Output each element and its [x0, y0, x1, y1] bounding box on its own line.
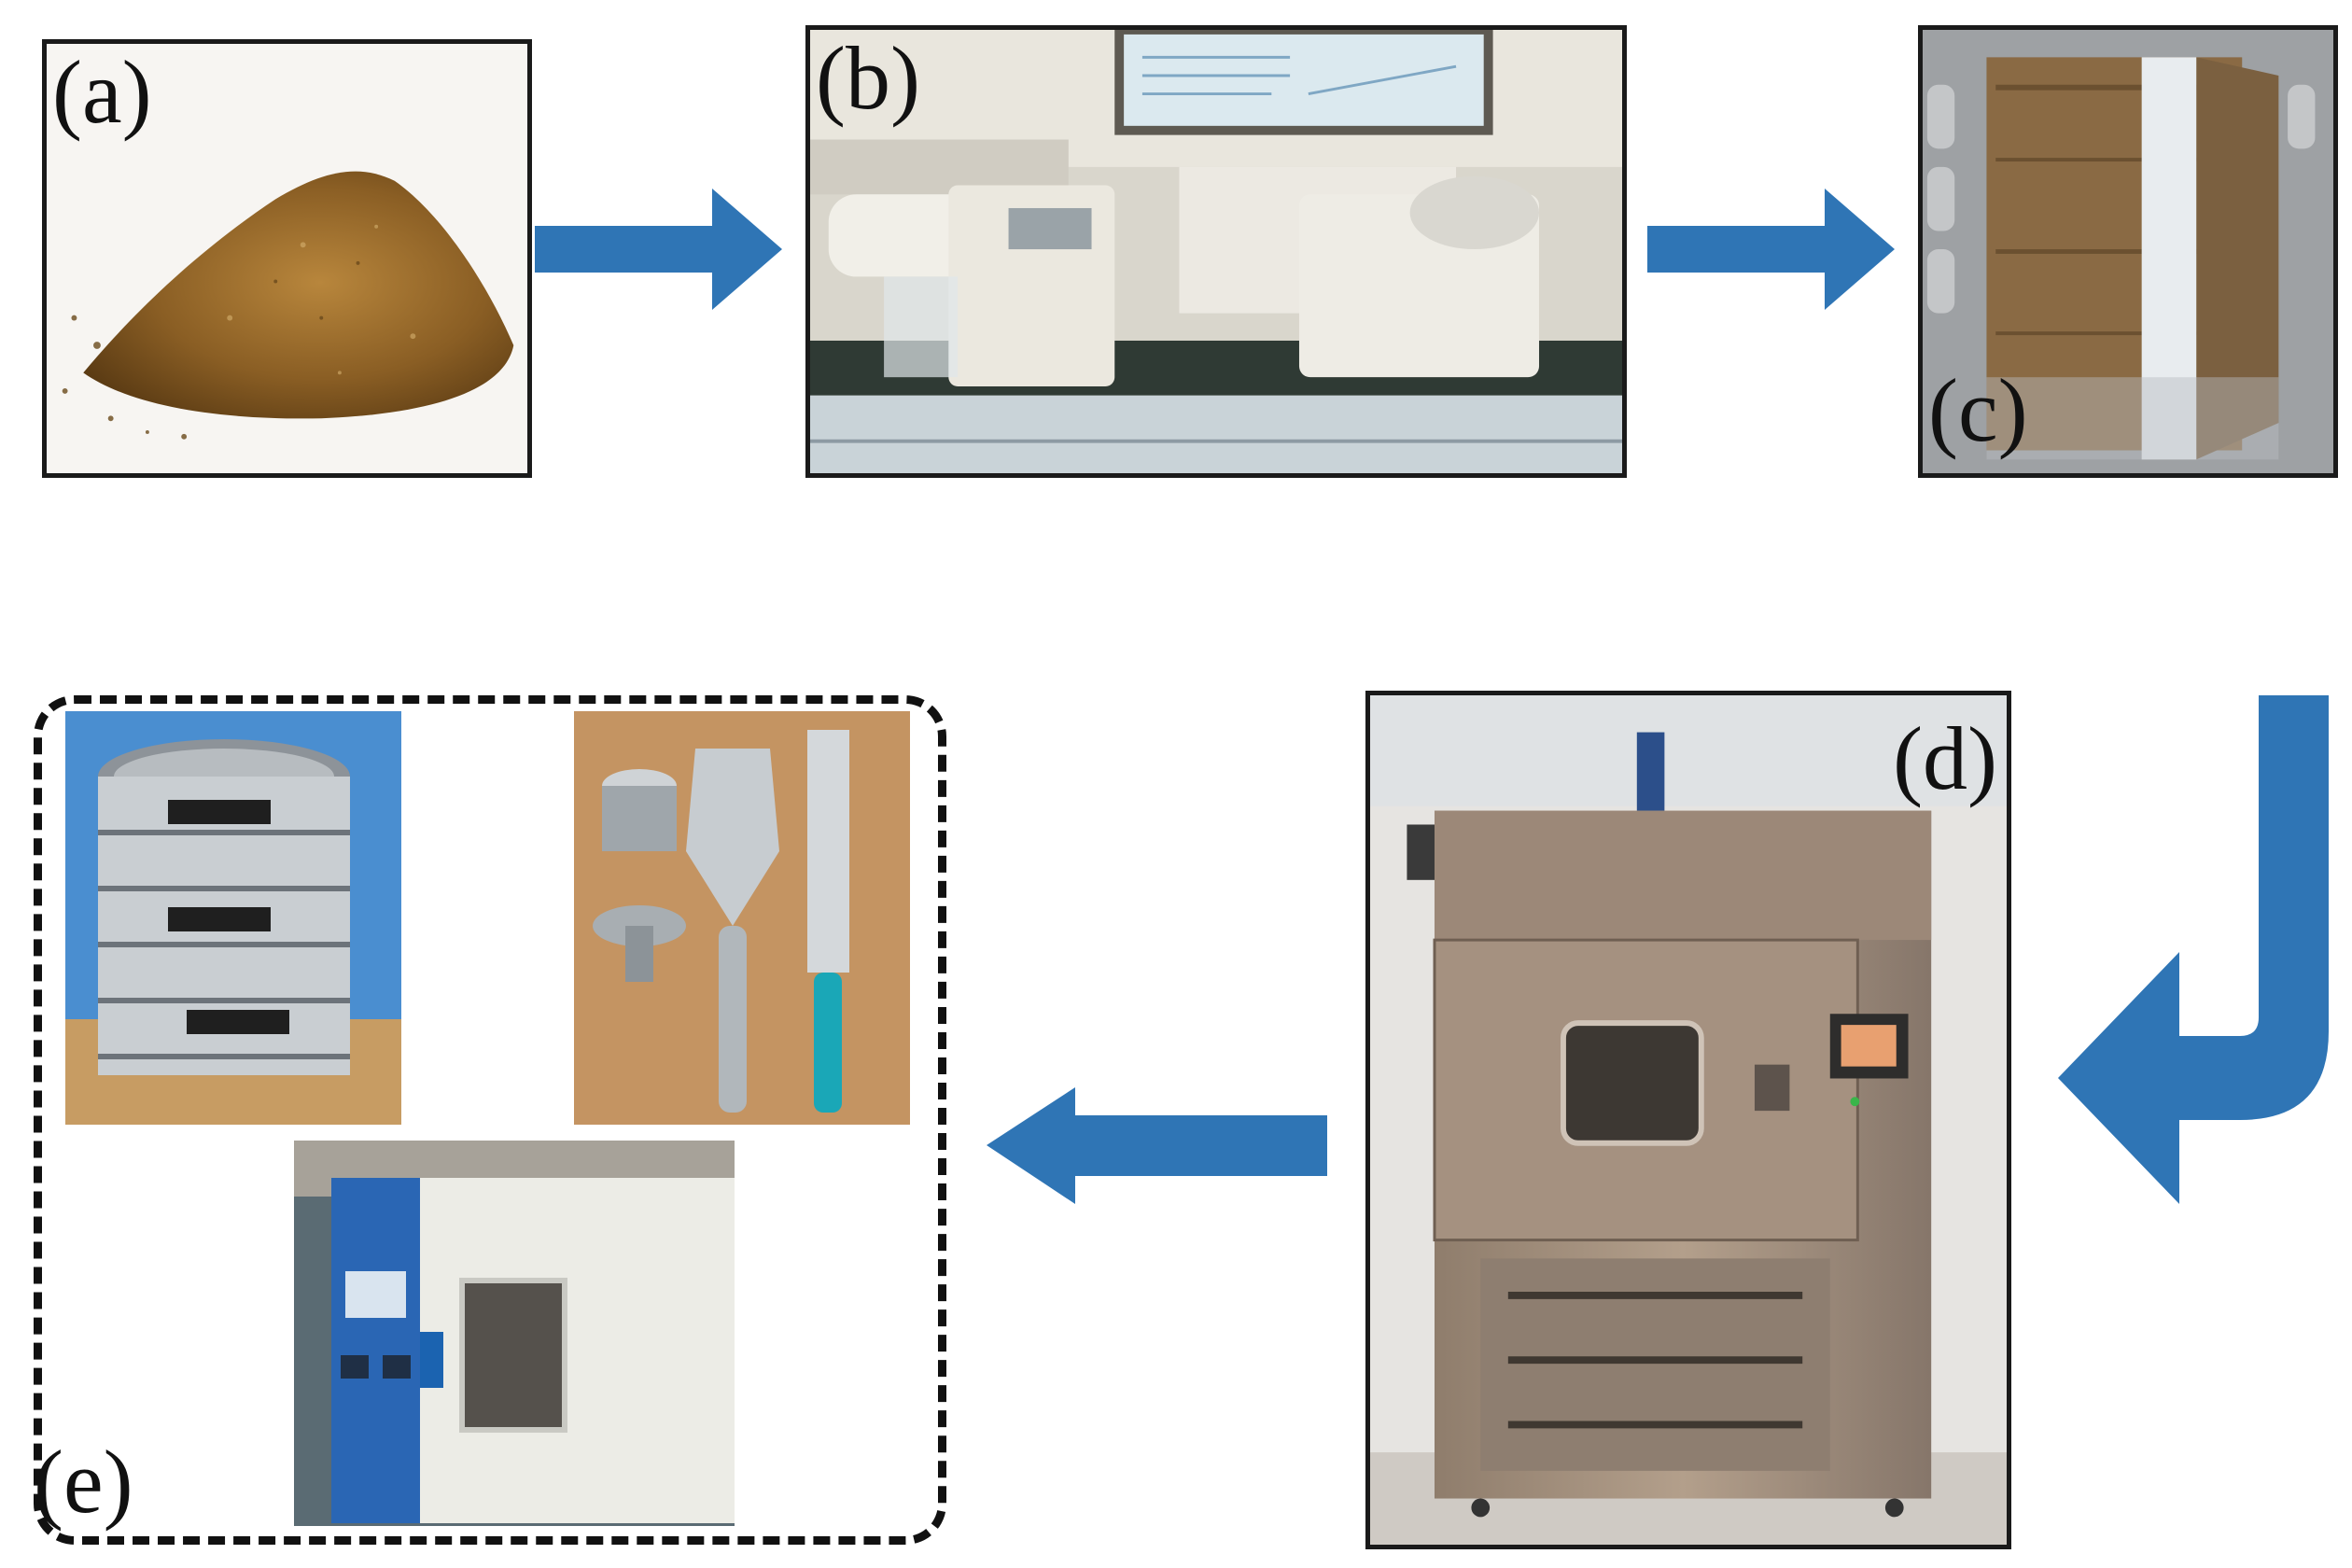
sieve-stack-photo — [65, 711, 401, 1125]
arrow-c-to-d — [2058, 695, 2333, 1204]
arrow-a-to-b — [535, 189, 782, 310]
panel-d-label: (d) — [1893, 708, 1997, 808]
test-chamber-image — [1370, 695, 2007, 1545]
panel-a-label: (a) — [52, 42, 152, 142]
arrow-d-to-e — [987, 1087, 1327, 1204]
panel-e-label: (e) — [34, 1432, 133, 1532]
drying-oven-photo — [294, 1141, 735, 1526]
panel-e-group — [34, 695, 946, 1545]
panel-a: (a) — [42, 39, 532, 478]
particle-analyzer-image — [810, 30, 1622, 473]
panel-b: (b) — [805, 25, 1627, 478]
sampling-tools-photo — [574, 711, 910, 1125]
panel-d: (d) — [1365, 691, 2011, 1549]
panel-b-label: (b) — [816, 28, 920, 128]
arrow-b-to-c — [1647, 189, 1895, 310]
sand-box-image — [1923, 30, 2333, 473]
sand-pile-image — [47, 44, 527, 473]
panel-c: (c) — [1918, 25, 2338, 478]
panel-c-label: (c) — [1928, 360, 2028, 460]
